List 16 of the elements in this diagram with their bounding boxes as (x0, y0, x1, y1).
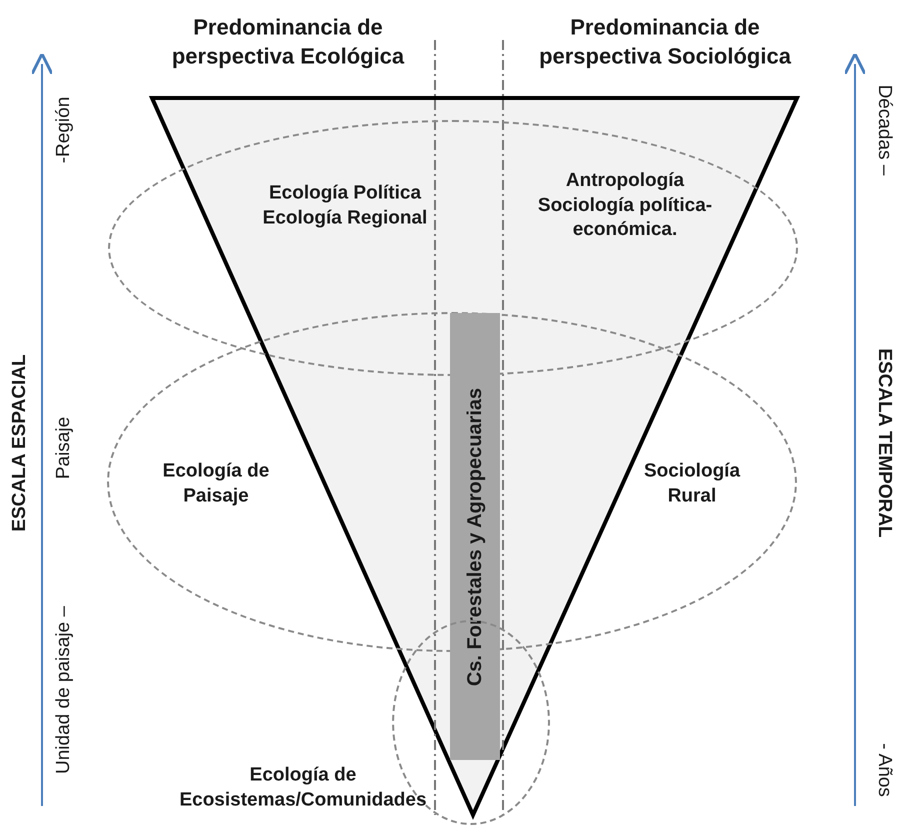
vertical-bar (450, 313, 500, 760)
discipline-label: Antropología Sociología política-económica. (536, 168, 714, 242)
discipline-label: Ecología de Paisaje (162, 459, 270, 508)
discipline-label: Cs. Forestales y Agropecuarias (463, 387, 487, 686)
axis-title: ESCALA ESPACIAL (9, 354, 31, 532)
scale-label: -Región (53, 96, 75, 164)
axis-title: ESCALA TEMPORAL (873, 348, 895, 538)
scale-label: Unidad de paisaje – (53, 606, 75, 774)
scale-label: Paisaje (53, 416, 75, 480)
scale-label: Décadas – (873, 84, 895, 176)
discipline-label: Ecología de Ecosistemas/Comunidades (178, 763, 428, 812)
scale-label: - Años (873, 743, 895, 797)
column-heading: Predominancia de perspectiva Sociológica (538, 13, 792, 70)
column-heading: Predominancia de perspectiva Ecológica (170, 13, 406, 70)
discipline-label: Ecología Política Ecología Regional (262, 181, 428, 230)
discipline-label: Sociología Rural (642, 459, 742, 508)
